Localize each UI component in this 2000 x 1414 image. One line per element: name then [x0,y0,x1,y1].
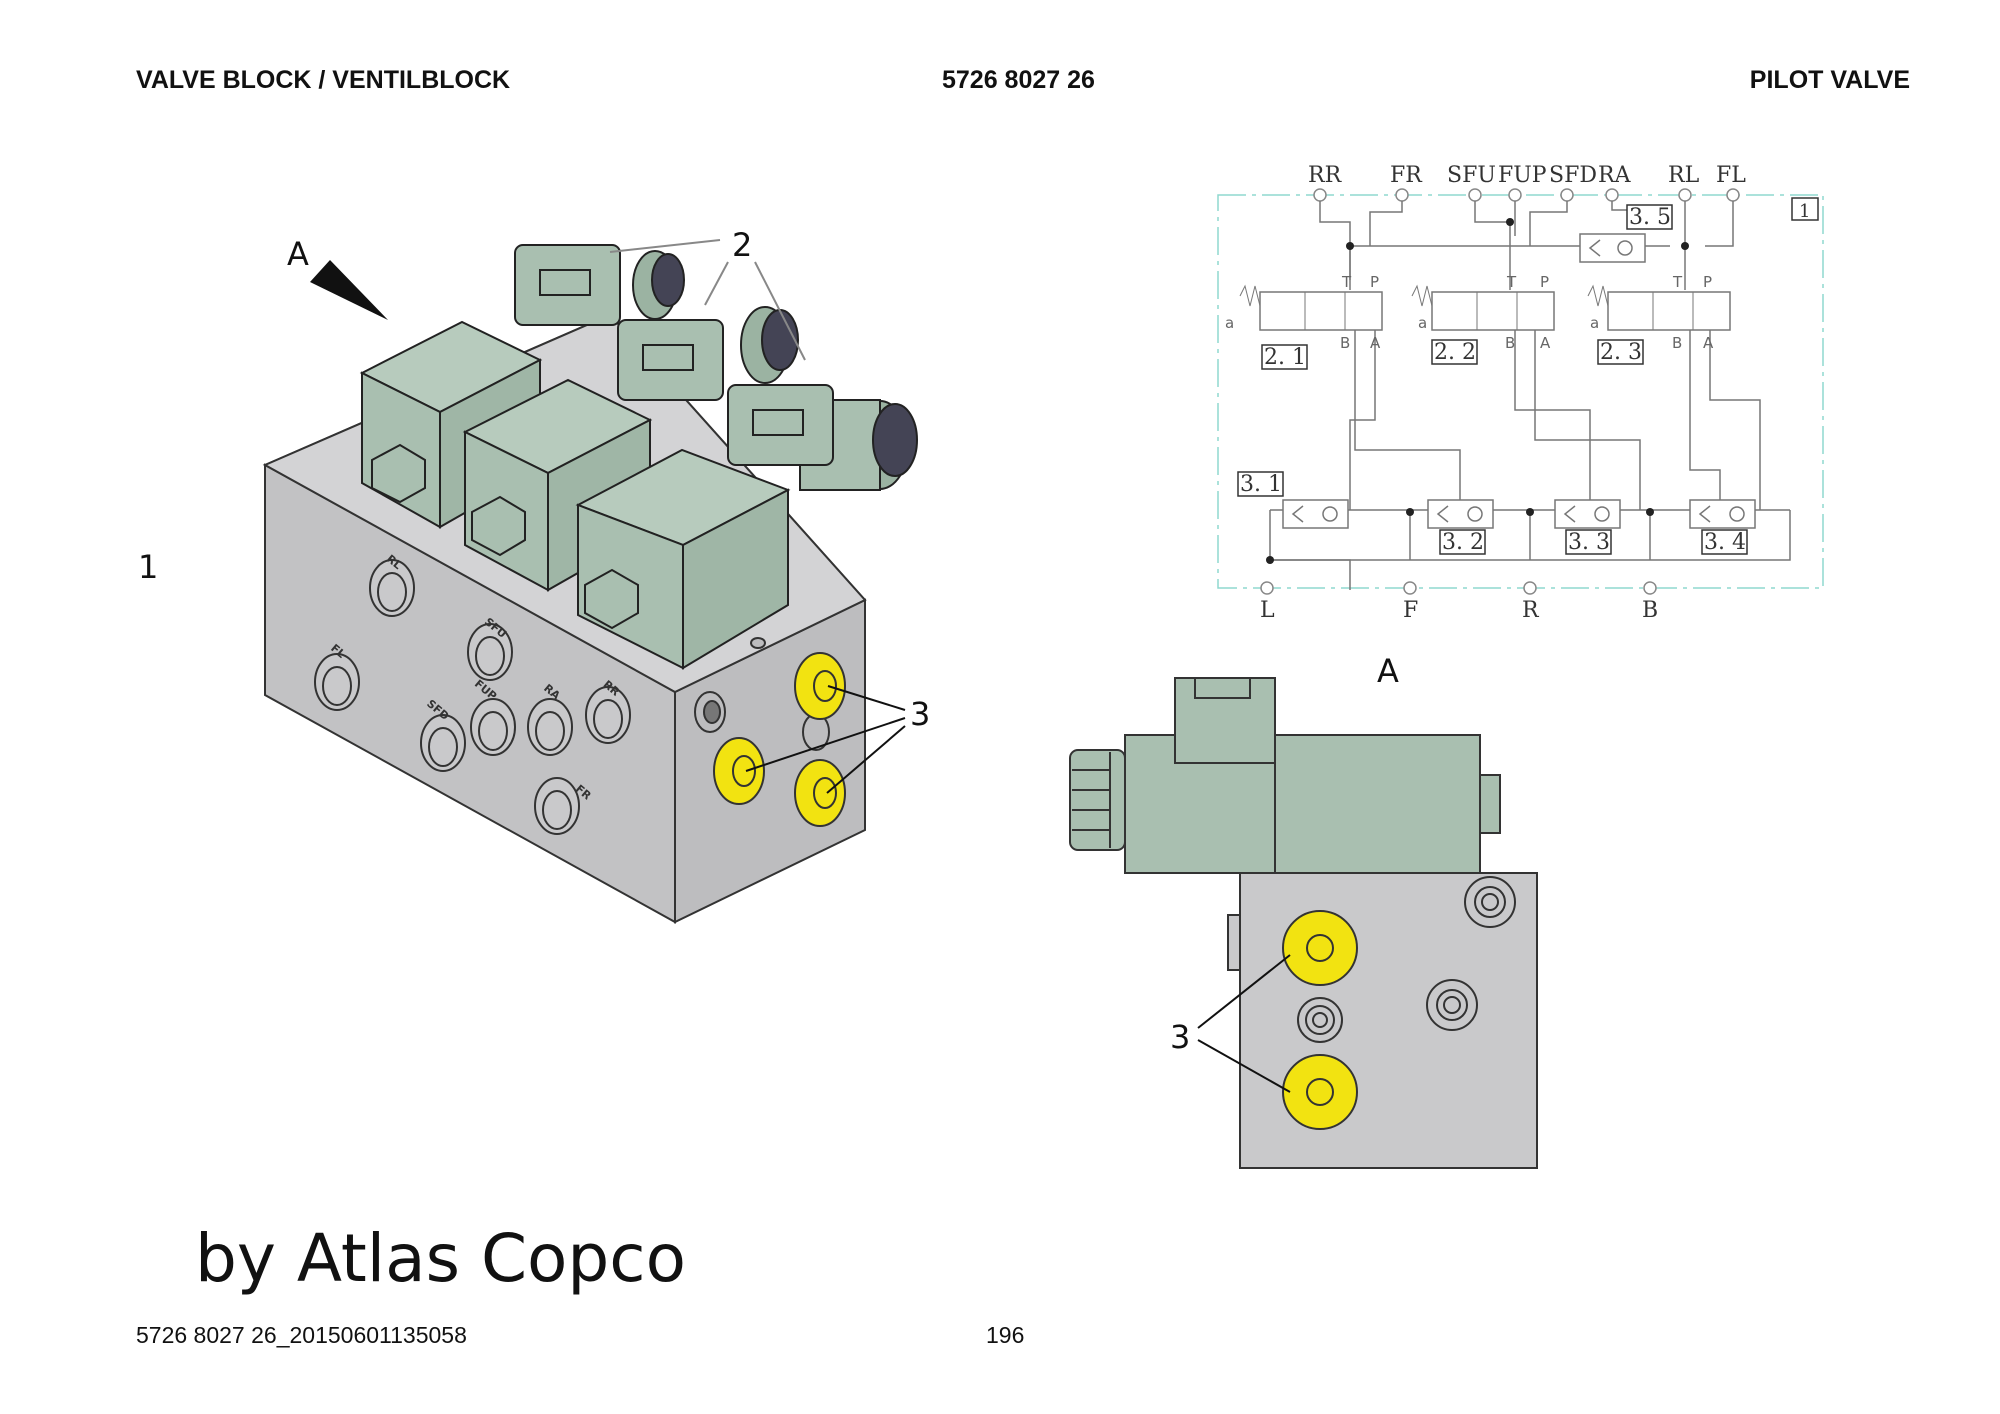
top-port-fl: FL [1716,163,1746,188]
side-connector-plug [1174,677,1276,764]
side-yellow-plug-lower [1282,1054,1358,1130]
box-label-3-2: 3. 2 [1442,530,1484,555]
bottom-port-l: L [1260,598,1275,623]
check-valve-3-2 [1427,499,1494,529]
svg-text:a: a [1225,314,1234,332]
view-label-a: A [287,235,309,273]
yellow-plug-lower-right [794,759,846,827]
svg-text:B: B [1505,334,1515,352]
top-port-rl: RL [1668,163,1700,188]
valve-2-3: T P B A a [1587,273,1731,352]
svg-text:P: P [1370,273,1379,291]
side-fitting-center [1297,997,1343,1043]
watermark-text: by Atlas Copco [195,1220,686,1297]
header-title-right: PILOT VALVE [1749,66,1910,94]
port-sfu: SFU [467,615,513,681]
side-view-a: A [1069,652,1538,1169]
callout-item-3: 3 [910,695,930,733]
top-port-sfu: SFU [1447,163,1496,188]
side-coil-nut [1069,749,1126,851]
callout-item-1: 1 [138,548,158,586]
header-title-left: VALVE BLOCK / VENTILBLOCK [136,66,511,94]
check-valve-3-4 [1689,499,1756,529]
yellow-plug-upper [794,652,846,720]
port-fr: FR [534,777,594,835]
svg-text:P: P [1540,273,1549,291]
top-port-fup: FUP [1498,163,1547,188]
box-label-2-3: 2. 3 [1600,340,1642,365]
schematic-frame [1217,194,1824,589]
side-yellow-plug-upper [1282,910,1358,986]
solenoid-2-rear [740,306,799,384]
svg-text:T: T [1672,273,1683,291]
yellow-plug-lower-left [713,737,765,805]
port-rr: RR [585,678,631,744]
svg-text:T: T [1341,273,1352,291]
box-label-2-1: 2. 1 [1264,345,1306,370]
check-valve-3-1 [1282,499,1349,529]
side-fitting-top-right [1464,876,1516,928]
box-label-3-5: 3. 5 [1629,205,1671,230]
bottom-port-r: R [1522,598,1540,623]
top-port-sfd: SFD [1549,163,1597,188]
svg-text:B: B [1340,334,1350,352]
solenoid-1-rear [632,250,685,320]
isometric-valve-block: RL SFU FL SFD FUP [138,226,930,924]
bottom-port-f: F [1403,598,1418,623]
connector-plug-1 [514,244,621,326]
footer-document-id: 5726 8027 26_20150601135058 [136,1322,467,1348]
box-label-2-2: 2. 2 [1434,340,1476,365]
svg-text:a: a [1590,314,1599,332]
valve-2-2: T P B A a [1411,273,1555,352]
svg-text:B: B [1672,334,1682,352]
side-view-title: A [1377,652,1399,690]
top-port-rr: RR [1308,163,1343,188]
svg-text:A: A [1370,334,1381,352]
port-rl: RL [369,552,415,617]
footer-page-number: 196 [986,1322,1025,1348]
svg-text:T: T [1506,273,1517,291]
port-fl: FL [314,642,360,711]
box-label-3-4: 3. 4 [1704,530,1746,555]
valve-body-3 [575,448,791,670]
svg-text:a: a [1418,314,1427,332]
port-ra: RA [527,682,573,756]
top-port-ra: RA [1598,163,1632,188]
svg-text:A: A [1703,334,1714,352]
port-sfd: SFD [420,697,466,772]
box-label-3-1: 3. 1 [1240,472,1282,497]
connector-plug-2 [617,319,724,401]
check-valve-3-3 [1554,499,1621,529]
view-arrow-icon [310,260,388,320]
box-label-1: 1 [1799,201,1810,222]
top-port-fr: FR [1390,163,1423,188]
callout-item-2: 2 [732,226,752,264]
svg-text:P: P [1703,273,1712,291]
hydraulic-schematic: 1 RR FR SFU FUP SFD RA RL FL [1217,163,1824,623]
svg-text:A: A [1540,334,1551,352]
side-fitting-mid-right [1426,979,1478,1031]
box-label-3-3: 3. 3 [1568,530,1610,555]
side-callout-item-3: 3 [1170,1018,1190,1056]
valve-2-1: T P B A a [1225,273,1383,352]
header-part-number: 5726 8027 26 [942,66,1095,94]
bottom-port-b: B [1642,598,1658,623]
connector-plug-3 [727,384,834,466]
